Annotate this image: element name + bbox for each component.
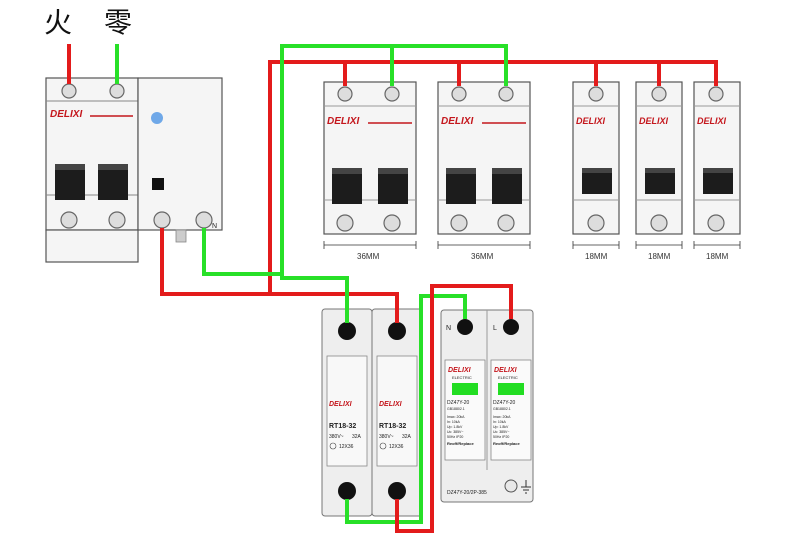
spd-footer-model: DZ47Y-20/2P-385	[447, 490, 487, 496]
branch-breaker-4-out[interactable]	[650, 214, 668, 232]
spd-right-spec-0: Imax: 20kA	[493, 415, 511, 419]
spd-right-spec-1: In: 10kA	[493, 420, 507, 424]
neutral-label: 零	[104, 6, 132, 39]
branch-breaker-2-brand: DELIXI	[441, 116, 473, 127]
spd-right-std: GB18802.1	[493, 407, 511, 411]
spd-left-spec-4: 50Hz IP20	[447, 435, 463, 439]
spd-right-spec-4: 50Hz IP20	[493, 435, 509, 439]
spd-terminal-n-label: N	[446, 325, 451, 332]
branch-breaker-1-brand: DELIXI	[327, 116, 359, 127]
rcd-reset-button[interactable]	[152, 178, 164, 190]
fuse-left-top-terminal[interactable]	[338, 322, 356, 340]
branch-breaker-4-terminal-live[interactable]	[651, 86, 667, 102]
fuse-left-model: RT18-32	[329, 423, 356, 430]
fuse-left-current: 32A	[352, 434, 362, 440]
wire-live-bus	[160, 60, 718, 296]
spd-terminal-n[interactable]	[457, 319, 473, 335]
spd-terminal-l[interactable]	[503, 319, 519, 335]
branch-breaker-1p-1: DELIXI 18MM	[572, 81, 620, 261]
branch-breaker-4-dimension: 18MM	[648, 252, 671, 261]
fuse-right-top-terminal[interactable]	[388, 322, 406, 340]
branch-breaker-1p-3: DELIXI 18MM	[693, 81, 741, 261]
spd-ground-terminal[interactable]	[504, 479, 518, 493]
spd-right-brand: DELIXI	[494, 367, 518, 374]
branch-breaker-2p-2: DELIXI 36MM	[437, 81, 531, 261]
spd-left-std: GB18802.1	[447, 407, 465, 411]
fuse-right-voltage: 380V~	[379, 434, 394, 440]
main-breaker-bottom-terminal-2[interactable]	[108, 211, 126, 229]
branch-breaker-1-terminal-neutral[interactable]	[384, 86, 400, 102]
surge-protector: N L DELIXI ELECTRIC DZ47Y-20 GB18802.1 I…	[440, 309, 534, 503]
wire-neutral-bus	[202, 44, 508, 276]
branch-breaker-2-dimension: 36MM	[471, 252, 494, 261]
rcd-terminal-live[interactable]	[153, 211, 171, 229]
branch-breaker-2-terminal-live[interactable]	[451, 86, 467, 102]
spd-right-spec-3: Uc: 385V~	[493, 430, 509, 434]
fuse-right-brand: DELIXI	[379, 401, 403, 408]
branch-breaker-3-brand: DELIXI	[576, 116, 606, 126]
spd-left-spec-2: Up: 1.8kV	[447, 425, 463, 429]
spd-right-model: DZ47Y-20	[493, 400, 516, 406]
branch-breaker-2-out-2[interactable]	[497, 214, 515, 232]
spd-left-tagline: Reoff/Replace	[447, 441, 474, 446]
branch-breaker-5-brand: DELIXI	[697, 116, 727, 126]
spd-right-sub-brand: ELECTRIC	[498, 375, 518, 380]
branch-breaker-1-terminal-live[interactable]	[337, 86, 353, 102]
spd-left-sub-brand: ELECTRIC	[452, 375, 472, 380]
rcd-terminal-neutral[interactable]	[195, 211, 213, 229]
main-breaker-top-terminal-live[interactable]	[61, 83, 77, 99]
branch-breaker-4-brand: DELIXI	[639, 116, 669, 126]
branch-breaker-2p-1: DELIXI 36MM	[323, 81, 417, 261]
fuse-left-voltage: 380V~	[329, 434, 344, 440]
branch-breaker-1-out-2[interactable]	[383, 214, 401, 232]
live-label: 火	[44, 6, 72, 39]
spd-right-spec-2: Up: 1.8kV	[493, 425, 509, 429]
branch-breaker-5-terminal-live[interactable]	[708, 86, 724, 102]
branch-breaker-1-out-1[interactable]	[336, 214, 354, 232]
branch-breaker-3-dimension: 18MM	[585, 252, 608, 261]
spd-left-spec-0: Imax: 20kA	[447, 415, 465, 419]
spd-terminal-l-label: L	[493, 325, 497, 332]
branch-breaker-5-out[interactable]	[707, 214, 725, 232]
spd-right-tagline: Reoff/Replace	[493, 441, 520, 446]
fuse-right-bottom-terminal[interactable]	[388, 482, 406, 500]
wire-neutral-fuse-to-spd	[345, 294, 467, 524]
branch-breaker-3-terminal-live[interactable]	[588, 86, 604, 102]
fuse-right-cert: 12X36	[389, 444, 404, 450]
branch-breaker-1-dimension: 36MM	[357, 252, 380, 261]
fuse-right-model: RT18-32	[379, 423, 406, 430]
rcd-neutral-mark: N	[212, 223, 217, 230]
fuse-right-current: 32A	[402, 434, 412, 440]
branch-breaker-2-out-1[interactable]	[450, 214, 468, 232]
branch-breaker-5-dimension: 18MM	[706, 252, 729, 261]
spd-right-status-window	[498, 383, 524, 395]
fuse-left-brand: DELIXI	[329, 401, 353, 408]
main-breaker-rcd: DELIXI N	[45, 77, 223, 263]
branch-breaker-2-terminal-neutral[interactable]	[498, 86, 514, 102]
spd-left-brand: DELIXI	[448, 367, 472, 374]
spd-left-spec-1: In: 10kA	[447, 420, 461, 424]
main-breaker-brand: DELIXI	[50, 109, 82, 120]
rcd-test-indicator	[151, 112, 163, 124]
branch-breaker-1p-2: DELIXI 18MM	[635, 81, 683, 261]
wire-neutral-to-fuse	[280, 274, 349, 323]
fuse-left-bottom-terminal[interactable]	[338, 482, 356, 500]
spd-left-spec-3: Uc: 385V~	[447, 430, 463, 434]
fuse-holder: DELIXI RT18-32 380V~ 32A 12X36 DELIXI RT…	[321, 308, 423, 517]
spd-left-status-window	[452, 383, 478, 395]
wire-live-fuse-to-spd	[395, 284, 513, 533]
fuse-left-cert: 12X36	[339, 444, 354, 450]
branch-breaker-3-out[interactable]	[587, 214, 605, 232]
wire-live-to-fuse	[270, 292, 399, 323]
main-breaker-bottom-terminal-1[interactable]	[60, 211, 78, 229]
ground-icon	[521, 480, 531, 494]
main-breaker-top-terminal-neutral[interactable]	[109, 83, 125, 99]
spd-left-model: DZ47Y-20	[447, 400, 470, 406]
